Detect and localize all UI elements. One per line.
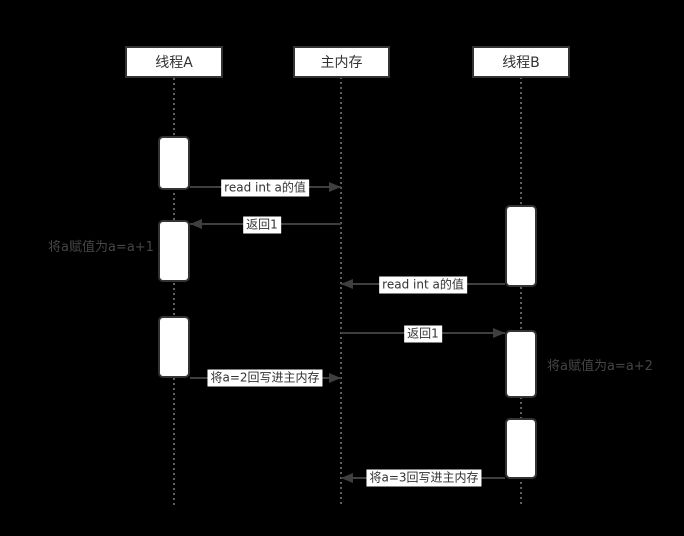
note-thread-b: 将a赋值为a=a+2 [547,359,653,374]
arrowhead-right-icon [493,328,505,338]
activation-thread-b-1 [505,205,537,287]
activation-thread-a-1 [158,136,190,190]
actor-box-main-memory: 主内存 [293,46,390,78]
arrowhead-right-icon [329,182,341,192]
lifeline-thread-b [520,77,522,505]
activation-thread-b-2 [505,330,537,398]
actor-label-thread-b: 线程B [502,55,540,71]
message-label-2: 返回1 [243,216,281,234]
actor-box-thread-a: 线程A [125,46,223,78]
message-label-3: read int a的值 [379,276,467,294]
lifeline-thread-a [173,78,175,505]
activation-thread-a-3 [158,316,190,378]
actor-box-thread-b: 线程B [472,46,570,78]
message-label-1: read int a的值 [221,179,309,197]
activation-thread-b-3 [505,418,537,479]
actor-label-main-memory: 主内存 [320,55,363,71]
arrowhead-left-icon [341,279,353,289]
activation-thread-a-2 [158,220,190,282]
arrowhead-left-icon [190,219,202,229]
arrowhead-right-icon [329,373,341,383]
message-label-4: 返回1 [404,325,442,343]
actor-label-thread-a: 线程A [155,55,193,71]
message-label-6: 将a=3回写进主内存 [366,469,482,487]
note-thread-a: 将a赋值为a=a+1 [48,240,154,255]
message-label-5: 将a=2回写进主内存 [207,369,323,387]
lifeline-main-memory [340,77,342,505]
arrowhead-left-icon [341,473,353,483]
